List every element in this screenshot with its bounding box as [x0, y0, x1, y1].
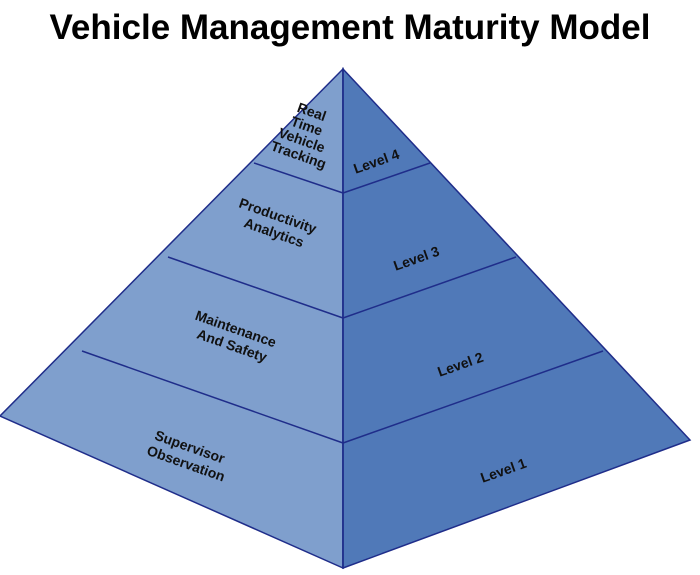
right-divider-3: [342, 162, 431, 194]
diagram-title: Vehicle Management Maturity Model: [49, 8, 651, 47]
right-divider-1: [342, 350, 604, 444]
left-divider-2: [167, 256, 344, 319]
pyramid-right-face: [342, 67, 692, 570]
left-divider-3: [253, 162, 344, 194]
right-divider-2: [342, 256, 517, 319]
left-divider-1: [81, 350, 344, 444]
